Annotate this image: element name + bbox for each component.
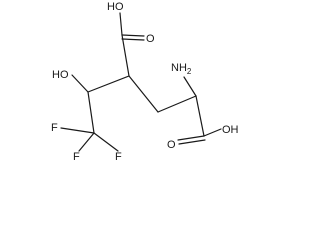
bond-ho-to-choh bbox=[71, 74, 89, 93]
atom-label-o-bottom: O bbox=[167, 139, 176, 151]
bond-cf3-f-right bbox=[93, 132, 119, 152]
bond-ch-to-ch2 bbox=[128, 75, 159, 113]
bond-carboxyl-top-double-o-2 bbox=[121, 38, 145, 41]
bond-choh-to-cf3 bbox=[87, 91, 95, 134]
bond-ho-carboxyl-top bbox=[119, 12, 123, 36]
atom-label-oh-right: OH bbox=[222, 124, 239, 136]
atom-label-f-mid: F bbox=[73, 151, 80, 163]
atom-label-o-top: O bbox=[146, 33, 155, 45]
atom-label-nh2: NH2 bbox=[171, 62, 192, 76]
bond-cf3-f-left bbox=[60, 127, 95, 134]
bond-layer bbox=[60, 12, 222, 152]
atom-label-oh-top: HO bbox=[107, 1, 124, 13]
bond-carboxyl-bottom-double-o-2 bbox=[178, 139, 206, 145]
atom-label-f-right: F bbox=[115, 151, 122, 163]
bond-ch2-to-alpha-c bbox=[157, 95, 197, 113]
atom-label-layer: HO O HO NH2 F F F OH O bbox=[51, 1, 239, 163]
bond-carboxyl-bottom-double-o-1 bbox=[177, 135, 205, 141]
bond-carboxyl-top-double-o-1 bbox=[121, 34, 145, 37]
atom-label-f-left: F bbox=[51, 122, 58, 134]
bond-carboxyl-bottom-to-oh bbox=[203, 128, 222, 137]
bond-alpha-c-to-carboxyl bbox=[195, 95, 205, 137]
atom-label-nh: NH bbox=[171, 62, 187, 74]
atom-label-oh-left: HO bbox=[52, 69, 69, 81]
bond-carboxyl-top-to-ch bbox=[121, 34, 130, 77]
atom-label-nh2-subscript: 2 bbox=[187, 67, 192, 76]
bond-choh-to-ch bbox=[87, 75, 130, 93]
bond-alpha-c-to-nh2 bbox=[183, 76, 197, 97]
chemical-structure-diagram: HO O HO NH2 F F F OH O bbox=[51, 1, 239, 163]
bond-cf3-f-mid bbox=[78, 132, 95, 152]
